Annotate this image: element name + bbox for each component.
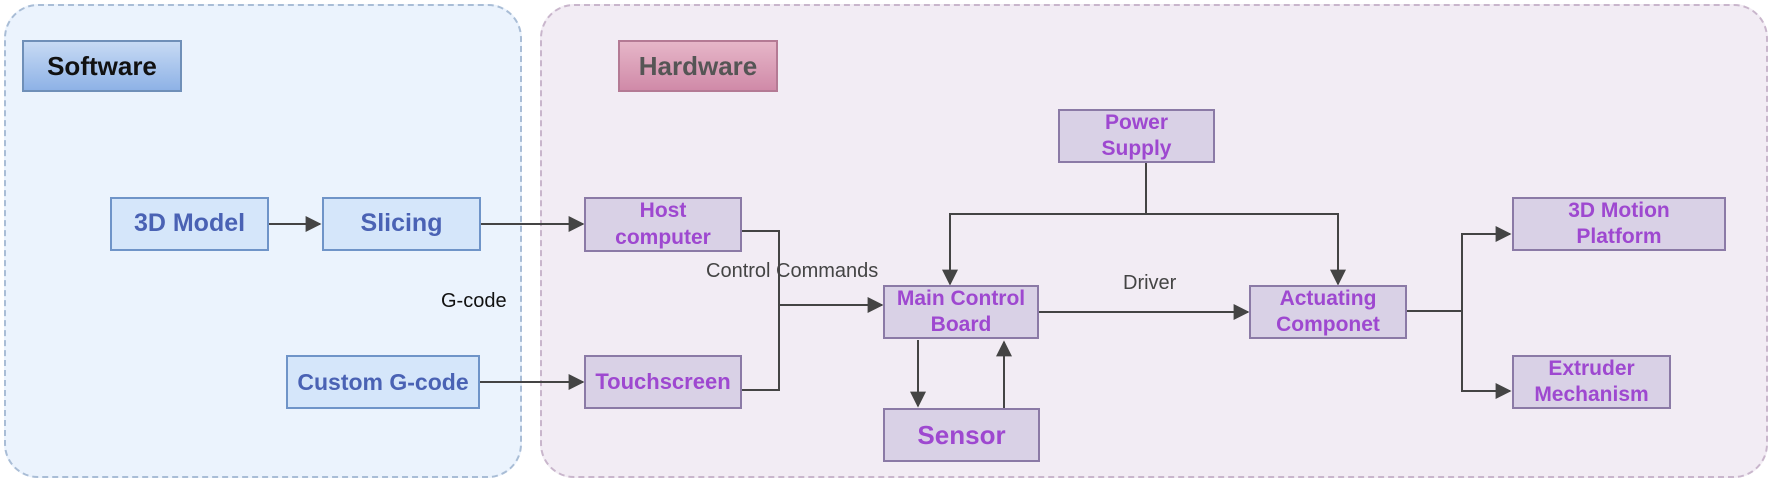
node-host-computer: Host computer <box>584 197 742 252</box>
edge-split-to-motion-platform <box>1461 226 1512 311</box>
node-3d-motion-platform: 3D Motion Platform <box>1512 197 1726 251</box>
edge-split-to-extruder <box>1461 311 1512 399</box>
edge-power-to-mainboard <box>942 213 1146 286</box>
node-slicing: Slicing <box>322 197 481 251</box>
node-custom-gcode: Custom G-code <box>286 355 480 409</box>
node-sensor: Sensor <box>883 408 1040 462</box>
node-main-control-board: Main Control Board <box>883 285 1039 339</box>
node-extruder-mechanism: Extruder Mechanism <box>1512 355 1671 409</box>
label-control-commands: Control Commands <box>706 260 879 282</box>
label-driver: Driver <box>1123 272 1177 294</box>
node-3d-model: 3D Model <box>110 197 269 251</box>
software-title: Software <box>22 40 182 92</box>
hardware-title: Hardware <box>618 40 778 92</box>
edge-host-to-bus <box>742 230 780 305</box>
node-actuating-componet: Actuating Componet <box>1249 285 1407 339</box>
edge-power-to-actuator <box>1146 213 1346 286</box>
label-gcode: G-code <box>441 290 507 312</box>
node-touchscreen: Touchscreen <box>584 355 742 409</box>
edge-touchscreen-to-bus <box>742 305 780 391</box>
node-power-supply: Power Supply <box>1058 109 1215 163</box>
